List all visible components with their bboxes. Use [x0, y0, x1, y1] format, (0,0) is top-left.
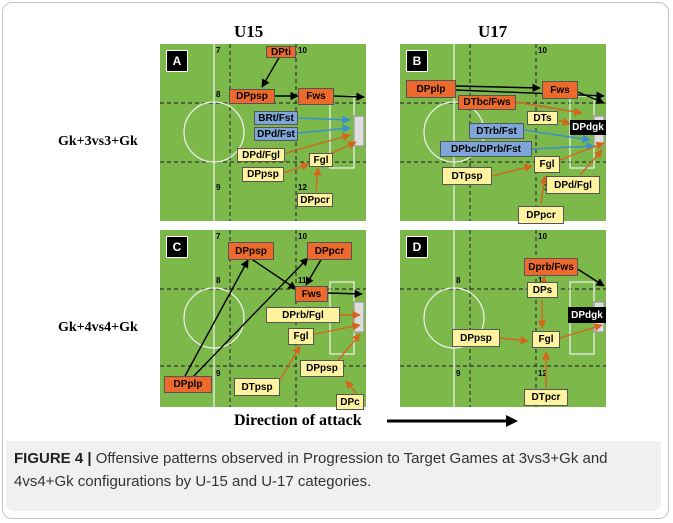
node-d-dppsp: DPpsp [452, 329, 500, 347]
node-a-dppsp-2: DPpsp [242, 167, 284, 182]
node-d-fgl: Fgl [532, 331, 560, 348]
node-b-fws: Fws [542, 81, 578, 99]
node-c-dprb-fgl: DPrb/Fgl [266, 307, 340, 323]
node-c-fgl: Fgl [288, 328, 314, 345]
node-b-dtbc-fws: DTbc/Fws [458, 95, 516, 110]
node-d-dpdgk: DPdgk [568, 307, 606, 323]
caption-text: Offensive patterns observed in Progressi… [14, 450, 608, 490]
node-b-dtrb-fst: DTrb/Fst [469, 123, 524, 139]
panel-letter-d: D [406, 236, 428, 258]
column-header-u17: U17 [478, 22, 508, 41]
node-b-dtpsp: DTpsp [442, 167, 492, 185]
node-c-fws: Fws [295, 286, 328, 302]
node-d-dtpcr: DTpcr [524, 389, 568, 406]
node-c-dppsp: DPpsp [228, 242, 274, 260]
node-a-dpd-fst: DPd/Fst [254, 127, 298, 141]
figure-caption: FIGURE 4 | Offensive patterns observed i… [14, 447, 654, 493]
node-c-dppsp-2: DPpsp [300, 360, 344, 377]
row-label-4vs4: Gk+4vs4+Gk [58, 320, 138, 335]
zone-label: 7 [216, 46, 221, 55]
zone-label: 10 [538, 46, 547, 55]
zone-label: 9 [456, 369, 461, 378]
node-a-dpti: DPti [266, 46, 296, 58]
node-a-fws: Fws [298, 88, 334, 105]
node-b-dpbc-dprb-fst: DPbc/DPrb/Fst [440, 141, 532, 157]
node-c-dpc: DPc [336, 394, 364, 410]
node-a-dppcr: DPpcr [297, 193, 333, 207]
node-c-dppcr: DPpcr [307, 242, 352, 260]
node-a-dpd-fgl: DPd/Fgl [237, 148, 285, 162]
node-d-dprb-fws: Dprb/Fws [524, 258, 578, 276]
node-a-brt-fst: BRt/Fst [254, 111, 298, 125]
zone-label: 8 [216, 90, 221, 99]
zone-label: 10 [538, 232, 547, 241]
zone-label: 12 [538, 369, 547, 378]
node-c-dtpsp: DTpsp [234, 378, 280, 396]
panel-letter-a: A [166, 50, 188, 72]
node-d-dps: DPs [527, 282, 558, 298]
zone-label: 8 [456, 276, 461, 285]
zone-label: 8 [216, 276, 221, 285]
panel-letter-b: B [406, 50, 428, 72]
zone-label: 9 [216, 183, 221, 192]
column-header-u15: U15 [234, 22, 264, 41]
node-a-fgl: Fgl [309, 153, 333, 167]
node-b-dpplp: DPplp [406, 80, 456, 98]
caption-background [6, 441, 661, 511]
panel-letter-c: C [166, 236, 188, 258]
caption-label: FIGURE 4 | [14, 450, 92, 467]
zone-label: 11 [298, 276, 307, 285]
zone-label: 12 [298, 183, 307, 192]
node-b-fgl: Fgl [534, 156, 560, 173]
node-c-dpplp: DPplp [164, 376, 212, 393]
node-b-dpdgk: DPdgk [570, 120, 606, 135]
node-b-dpd-fgl: DPd/Fgl [546, 176, 600, 194]
node-b-dts: DTs [527, 111, 558, 125]
node-a-dppsp: DPpsp [229, 89, 275, 104]
zone-label: 10 [298, 46, 307, 55]
zone-label: 10 [298, 232, 307, 241]
zone-label: 9 [216, 369, 221, 378]
direction-of-attack-label: Direction of attack [234, 412, 362, 429]
node-b-dppcr: DPpcr [518, 206, 564, 224]
zone-label: 7 [216, 232, 221, 241]
row-label-3vs3: Gk+3vs3+Gk [58, 134, 138, 149]
